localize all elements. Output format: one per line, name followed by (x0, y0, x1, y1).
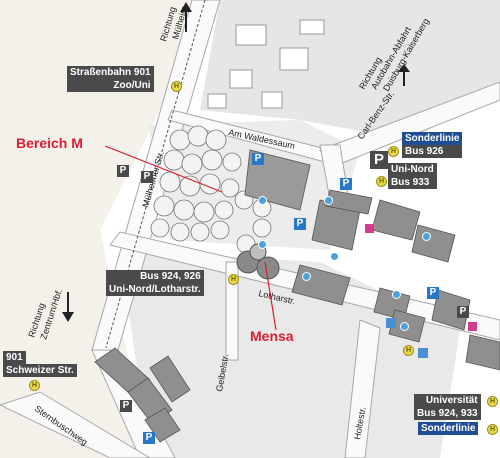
label-uni-nord-top: Uni-Nord Bus 933 (388, 163, 437, 189)
road-holtestr (344, 319, 381, 458)
stop-icon: H (487, 424, 498, 435)
info-icon (330, 252, 339, 261)
arrow-autobahn (398, 64, 410, 72)
label-tram-901-line1: 901 (3, 351, 26, 364)
label-universitaet-line2: Bus 924, 933 (414, 407, 481, 420)
building (229, 69, 253, 89)
bereich-m-buildings (150, 125, 272, 254)
info-icon (258, 240, 267, 249)
building-long (244, 149, 311, 211)
label-bus-924-line2: Uni-Nord/Lotharstr. (106, 283, 204, 296)
info-icon (324, 196, 333, 205)
building (207, 93, 227, 109)
parking-icon: P (117, 165, 129, 177)
building (261, 91, 283, 109)
label-sonderlinie-top-4: Bus 933 (388, 176, 437, 189)
arrow-zentrum (62, 312, 74, 322)
southwest-buildings (94, 347, 191, 443)
parking-icon: P (370, 151, 388, 169)
stop-icon: H (171, 81, 182, 92)
stop-icon: H (228, 274, 239, 285)
info-icon (400, 322, 409, 331)
label-strassenbahn-901: Straßenbahn 901 Zoo/Uni (67, 66, 154, 92)
info-icon (258, 196, 267, 205)
label-bus-924: Bus 924, 926 Uni-Nord/Lotharstr. (106, 270, 204, 296)
label-tram-901-line2: Schweizer Str. (3, 364, 77, 377)
label-universitaet-line3: Sonderlinie (418, 422, 479, 435)
label-universitaet-sonderlinie: Sonderlinie (418, 422, 479, 435)
label-bus-924-line1: Bus 924, 926 (106, 270, 204, 283)
accessible-icon (386, 318, 396, 328)
label-sonderlinie-top-3: Uni-Nord (388, 163, 437, 176)
parking-icon: P (252, 153, 264, 165)
building (235, 24, 267, 46)
mensa-pointer (264, 261, 277, 331)
arrow-zentrum-stem (67, 292, 69, 312)
road-sternbuschweg (0, 391, 151, 458)
label-strassenbahn-line2: Zoo/Uni (67, 79, 154, 92)
stop-icon: H (403, 345, 414, 356)
arrow-muelheim-stem (185, 12, 187, 32)
road-geibelstr (225, 261, 239, 361)
label-sonderlinie-top-2: Bus 926 (402, 145, 463, 158)
parking-icon: P (143, 432, 155, 444)
shop-icon (468, 322, 477, 331)
parking-icon: P (340, 178, 352, 190)
label-mensa: Mensa (250, 328, 294, 344)
building (279, 47, 309, 71)
parking-icon: P (294, 218, 306, 230)
bereich-m-pointer (104, 145, 223, 193)
parking-icon: P (120, 400, 132, 412)
stop-icon: H (388, 146, 399, 157)
info-icon (422, 232, 431, 241)
label-universitaet-line1: Universität (414, 394, 481, 407)
area-top-left (0, 0, 215, 230)
stop-icon: H (376, 176, 387, 187)
label-strassenbahn-line1: Straßenbahn 901 (67, 66, 154, 79)
parking-icon: P (457, 306, 469, 318)
label-sonderlinie-top-1: Sonderlinie (402, 132, 463, 145)
label-tram-901: 901 Schweizer Str. (3, 351, 77, 377)
building (299, 19, 325, 35)
accessible-icon (418, 348, 428, 358)
stop-icon: H (29, 380, 40, 391)
info-icon (302, 272, 311, 281)
shop-icon (365, 224, 374, 233)
parking-icon: P (141, 171, 153, 183)
label-bereich-m: Bereich M (16, 135, 83, 151)
arrow-muelheim (180, 2, 192, 12)
label-sonderlinie-top: Sonderlinie Bus 926 (402, 132, 463, 158)
parking-icon: P (427, 287, 439, 299)
arrow-autobahn-stem (403, 72, 405, 86)
info-icon (392, 290, 401, 299)
stop-icon: H (487, 396, 498, 407)
label-universitaet: Universität Bus 924, 933 (414, 394, 481, 420)
